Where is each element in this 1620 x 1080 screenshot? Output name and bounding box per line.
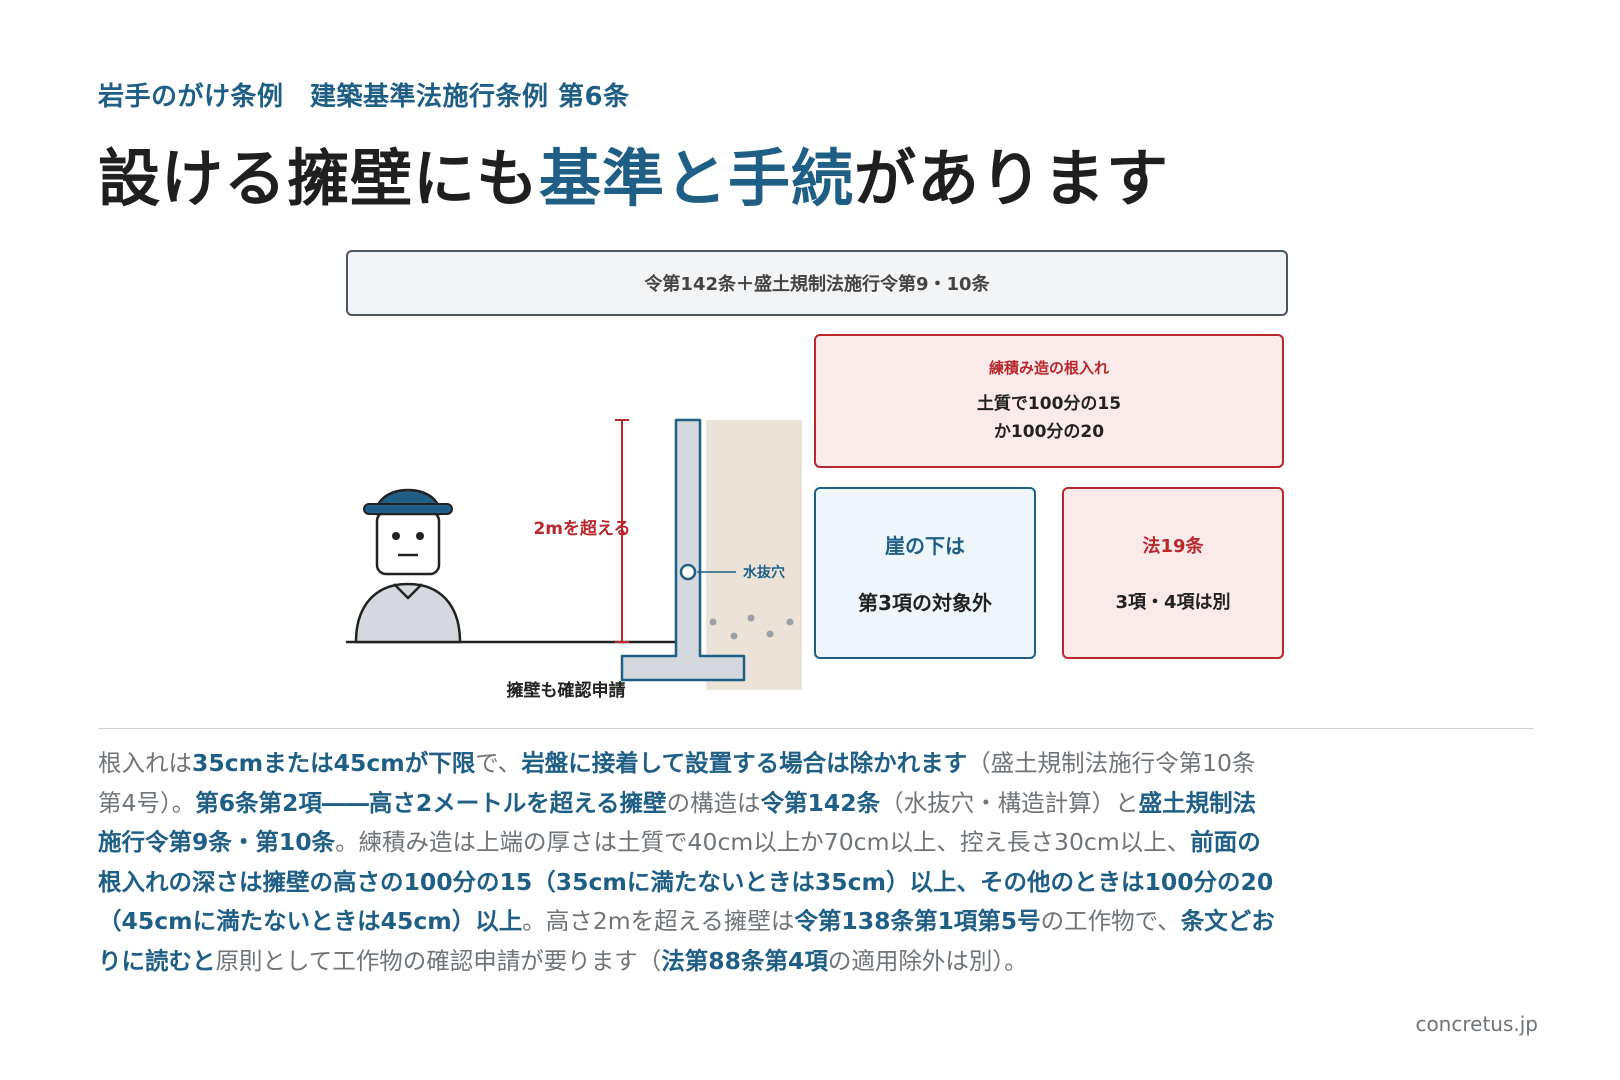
body-text-segment: で、	[475, 749, 522, 777]
law-reference-box: 令第142条＋盛土規制法施行令第9・10条	[346, 250, 1288, 316]
body-emphasis: 令第142条	[760, 788, 881, 817]
person-body	[354, 582, 462, 644]
cliff-card-title: 崖の下は	[885, 534, 965, 558]
law19-card-title: 法19条	[1142, 536, 1204, 557]
embedment-card-line2: か100分の20	[993, 421, 1105, 442]
height-label: 2mを超える	[533, 518, 630, 539]
soil-dot	[747, 614, 755, 622]
drain-hole-icon	[679, 563, 697, 581]
person-figure	[354, 488, 462, 644]
body-emphasis: 35cmまたは45cmが下限	[192, 749, 476, 777]
retaining-wall-illustration: 2mを超える 水抜穴 擁壁も確認申請	[346, 418, 802, 701]
section-divider	[98, 728, 1534, 729]
helmet-brim	[363, 503, 453, 515]
person-eye	[392, 532, 400, 540]
body-emphasis: 第6条第2項――高さ2メートルを超える擁壁	[195, 788, 667, 817]
body-emphasis: 法第88条第4項	[661, 946, 828, 975]
body-text-segment: 。練積み造は上端の厚さは土質で40cm以上か70cm以上、控え長さ30cm以上、	[335, 828, 1191, 856]
soil-dot	[766, 630, 774, 638]
drain-hole-label: 水抜穴	[743, 564, 785, 581]
retaining-wall	[620, 418, 746, 682]
person-head	[375, 510, 441, 576]
person-collar	[393, 583, 423, 600]
body-text-segment: （盛土規制法施行令第10条第4号）。	[98, 749, 1256, 817]
site-credit: concretus.jp	[1415, 1012, 1538, 1036]
body-text-segment: の工作物で、	[1040, 907, 1181, 935]
page-subtitle: 岩手のがけ条例 建築基準法施行条例 第6条	[98, 82, 630, 112]
cliff-bottom-card: 崖の下は 第3項の対象外	[814, 487, 1036, 659]
body-text-segment: （水抜穴・構造計算）と	[880, 788, 1139, 817]
law19-card: 法19条 3項・4項は別	[1062, 487, 1284, 659]
body-text-segment: 。高さ2mを超える擁壁は	[522, 907, 795, 935]
body-emphasis: 岩盤に接着して設置する場合は除かれます	[521, 749, 968, 777]
body-emphasis: 盛土規制法施行令第9条・第10条	[98, 788, 1257, 857]
soil-dot	[730, 632, 738, 640]
body-emphasis: 令第138条第1項第5号	[794, 907, 1041, 935]
cliff-card-body: 第3項の対象外	[858, 591, 992, 615]
soil-dot	[786, 618, 794, 626]
embedment-card: 練積み造の根入れ 土質で100分の15 か100分の20	[814, 334, 1284, 468]
body-text-segment: 根入れは	[98, 749, 192, 777]
page-title: 設ける擁壁にも基準と手続があります	[98, 128, 1169, 218]
soil-dot	[709, 618, 717, 626]
body-text-segment: の構造は	[666, 788, 761, 817]
body-text-segment: の適用除外は別）。	[827, 946, 1028, 975]
body-emphasis: 前面の根入れの深さは擁壁の高さの100分の15（35cmに満たないときは35cm…	[98, 828, 1274, 935]
embedment-card-title: 練積み造の根入れ	[988, 358, 1109, 377]
body-paragraph: 根入れは35cmまたは45cmが下限で、岩盤に接着して設置する場合は除かれます（…	[98, 744, 1278, 981]
body-emphasis: 条文どおりに読むと	[98, 907, 1275, 975]
soil-area	[706, 420, 802, 690]
law19-card-body: 3項・4項は別	[1115, 592, 1231, 613]
body-text-segment: 原則として工作物の確認申請が要ります（	[215, 946, 662, 975]
embedment-card-line1: 土質で100分の15	[976, 393, 1122, 414]
person-eye	[416, 532, 424, 540]
wall-caption: 擁壁も確認申請	[507, 680, 626, 701]
title-prefix: 設ける擁壁にも	[98, 142, 540, 215]
title-accent: 基準と手続	[539, 142, 855, 215]
title-suffix: があります	[854, 142, 1170, 215]
